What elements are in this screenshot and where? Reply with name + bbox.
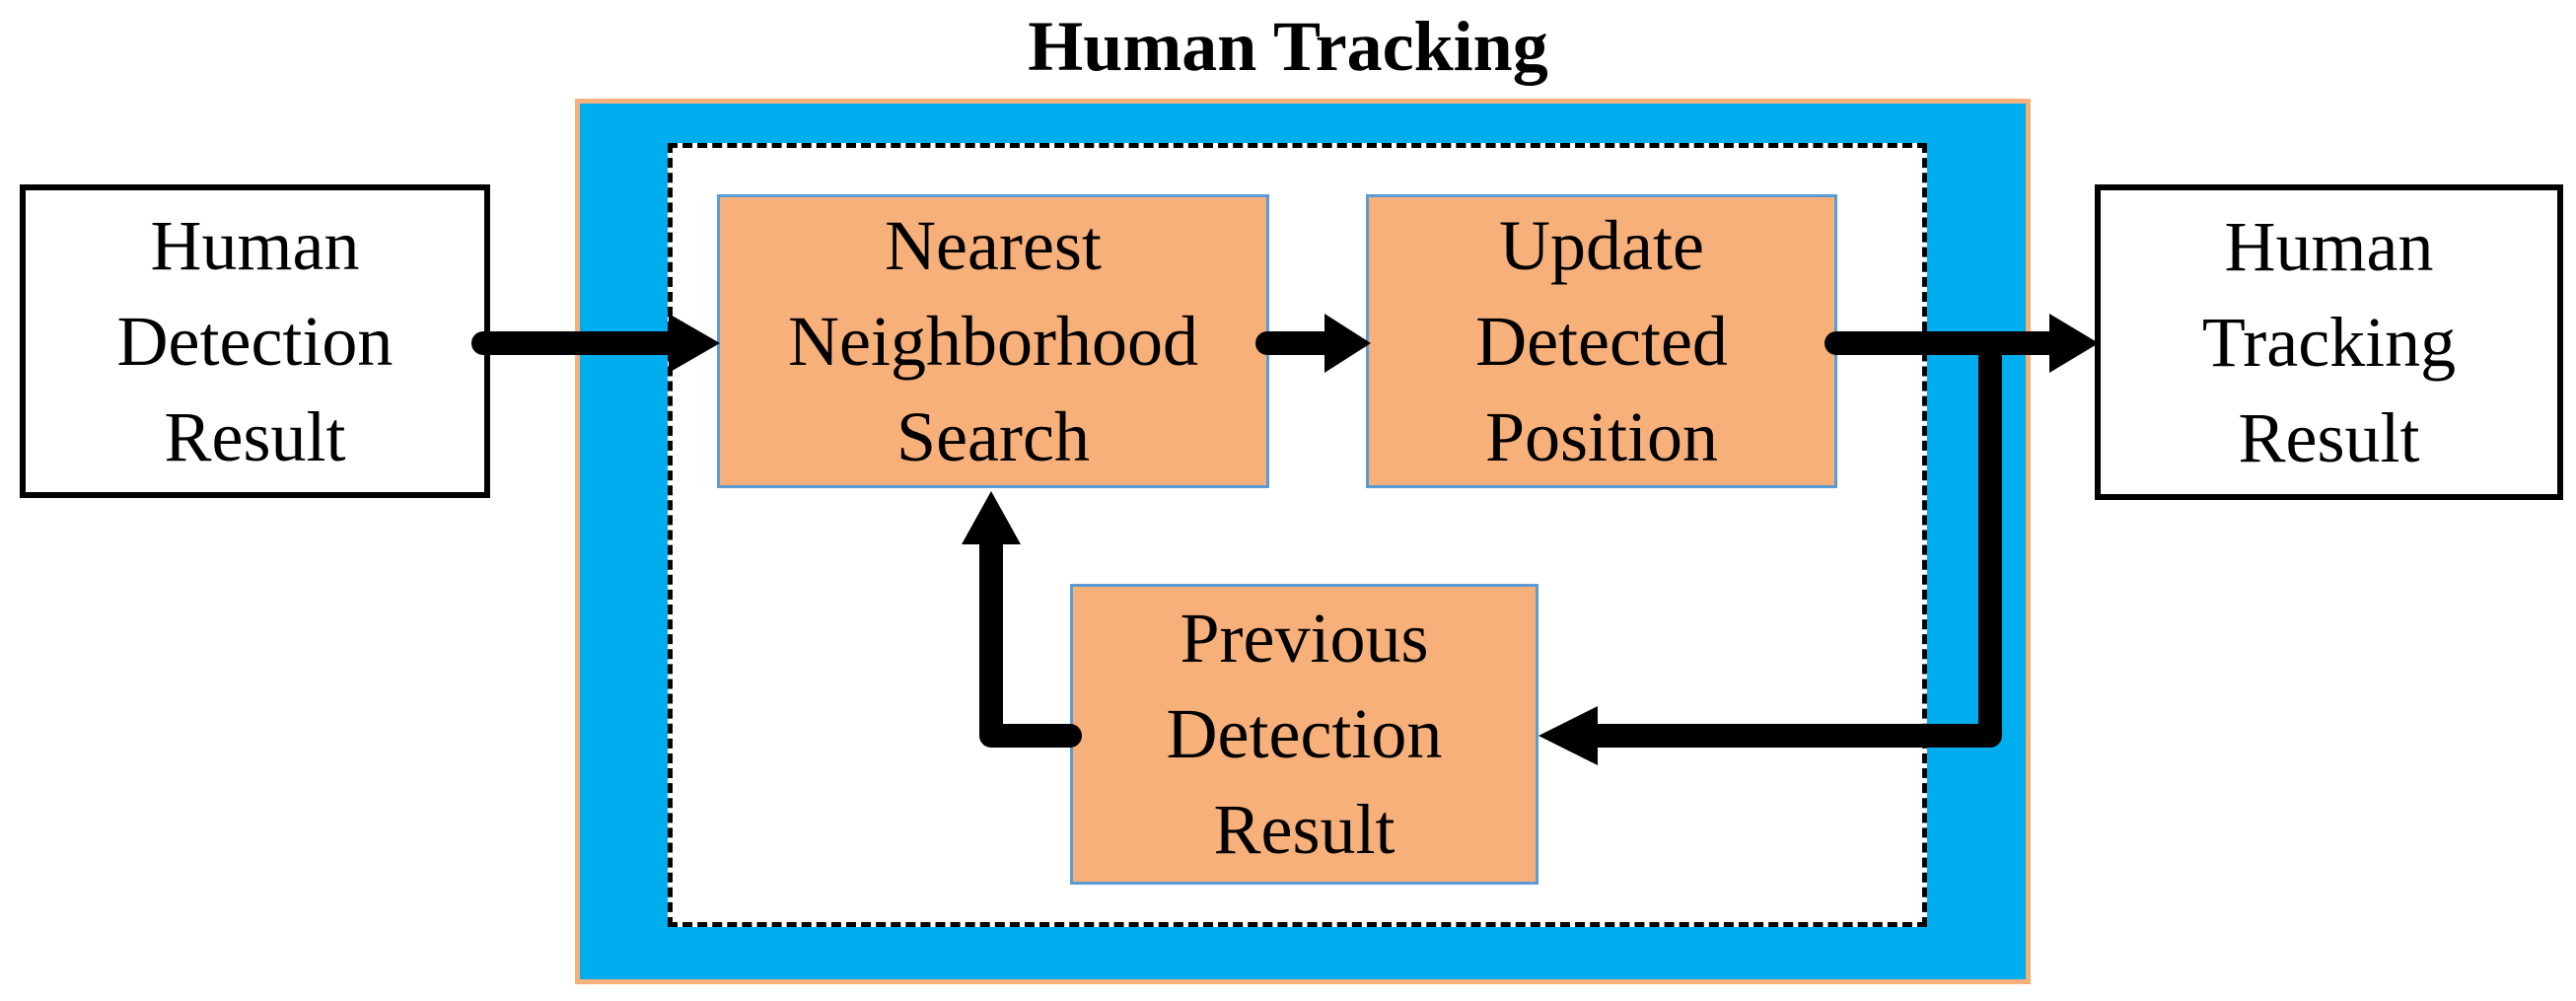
human-tracking-result-box: Human Tracking Result xyxy=(2095,184,2563,500)
arrow-detection-to-search xyxy=(471,314,720,373)
update-detected-position-box: Update Detected Position xyxy=(1366,194,1837,488)
diagram-title: Human Tracking xyxy=(1028,7,1548,86)
arrow-update-to-previous xyxy=(1538,331,2002,765)
human-detection-result-box: Human Detection Result xyxy=(20,184,490,498)
nearest-neighborhood-search-box: Nearest Neighborhood Search xyxy=(717,194,1269,488)
arrow-update-to-tracking-result xyxy=(1825,314,2099,373)
arrow-search-to-update xyxy=(1255,314,1371,373)
previous-detection-result-box: Previous Detection Result xyxy=(1070,584,1538,885)
arrow-previous-to-search xyxy=(962,491,1082,748)
